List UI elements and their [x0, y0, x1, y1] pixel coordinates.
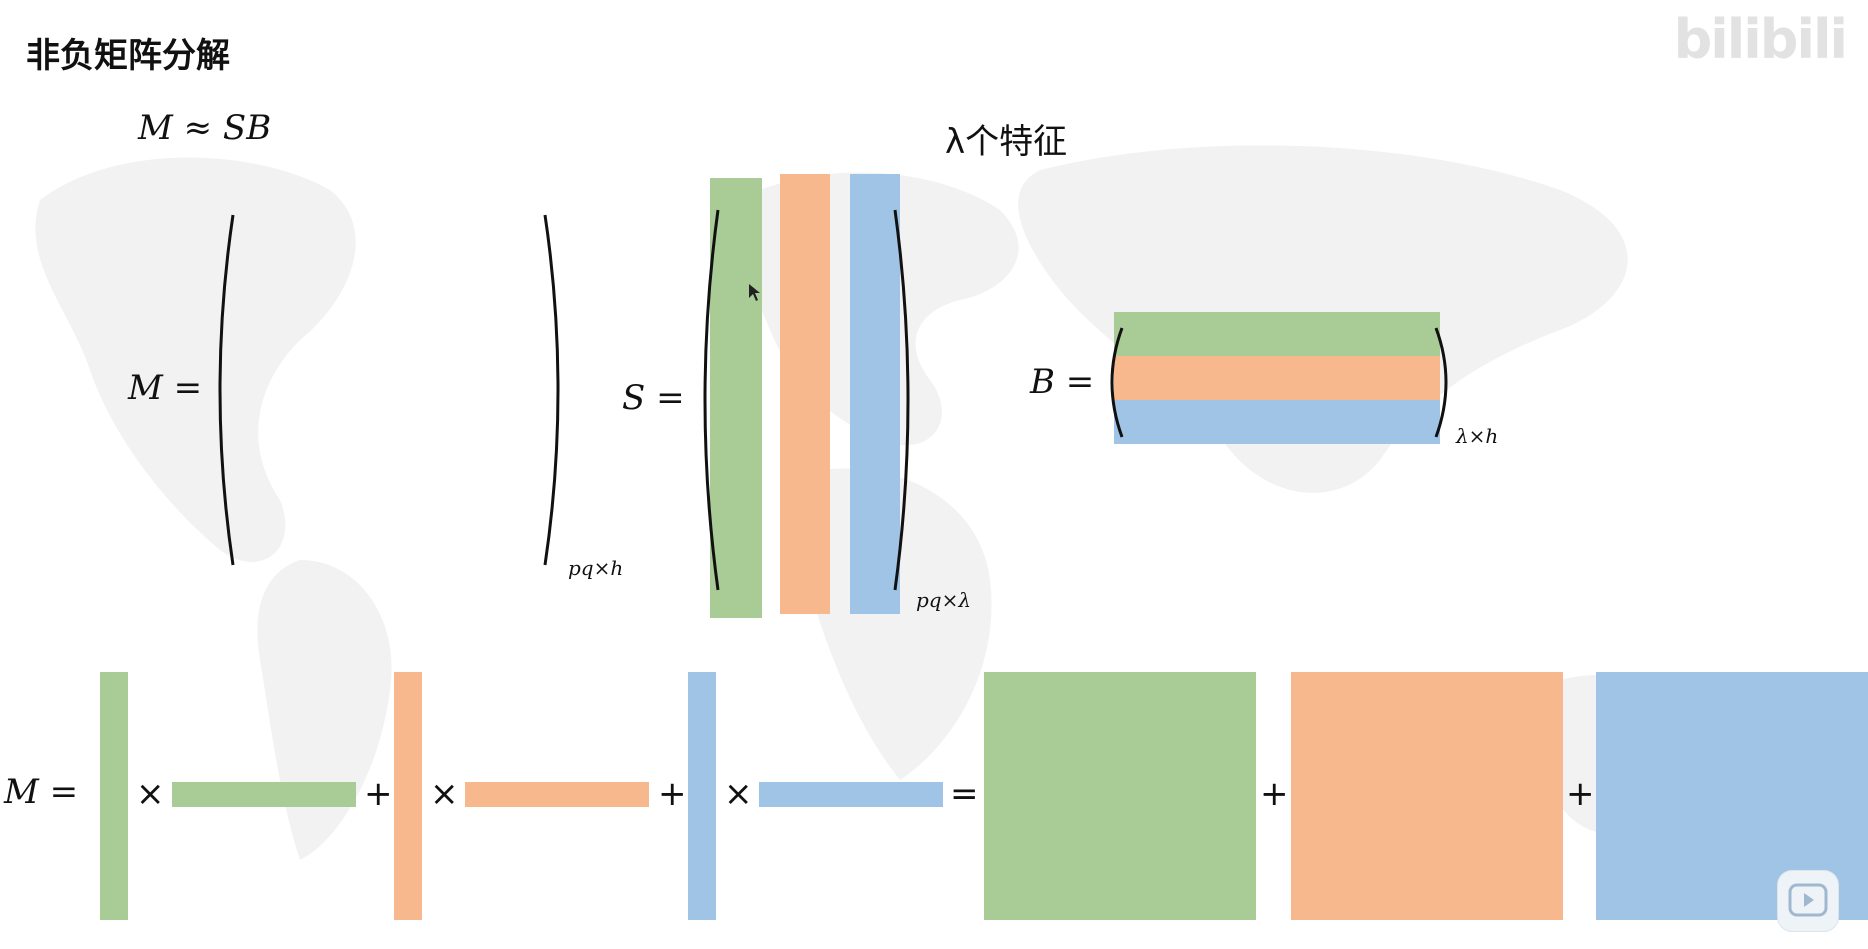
- m-dims: pq×h: [568, 556, 624, 580]
- bilibili-logo: bilibili: [1673, 8, 1848, 71]
- result-block-green: [984, 672, 1256, 920]
- plus-operator: +: [1566, 774, 1595, 814]
- mouse-cursor-icon: [749, 284, 760, 301]
- s-right-paren: [893, 209, 910, 591]
- play-icon: [1788, 883, 1828, 917]
- s-column-orange: [780, 174, 830, 614]
- b-right-paren: [1434, 327, 1448, 438]
- b-row-blue: [1114, 400, 1440, 444]
- play-button[interactable]: [1778, 871, 1838, 931]
- plus-operator: +: [364, 774, 393, 814]
- times-operator: ×: [430, 774, 459, 814]
- s-label: S =: [622, 378, 685, 418]
- page-title: 非负矩阵分解: [26, 36, 230, 76]
- b-row-orange: [1114, 356, 1440, 400]
- s-column-blue: [850, 174, 900, 614]
- m-label: M =: [128, 368, 203, 408]
- b-dims: λ×h: [1456, 424, 1499, 448]
- s-dims: pq×λ: [916, 588, 972, 612]
- bottom-col-orange: [394, 672, 422, 920]
- times-operator: ×: [724, 774, 753, 814]
- b-label: B =: [1030, 362, 1095, 402]
- times-operator: ×: [136, 774, 165, 814]
- s-left-paren: [703, 209, 720, 591]
- equals-operator: =: [950, 774, 979, 814]
- bottom-col-green: [100, 672, 128, 920]
- result-block-orange: [1291, 672, 1563, 920]
- world-map-background: [35, 145, 1720, 860]
- bottom-m-label: M =: [4, 772, 79, 812]
- features-label: λ个特征: [945, 122, 1068, 162]
- plus-operator: +: [658, 774, 687, 814]
- plus-operator: +: [1260, 774, 1289, 814]
- bottom-row-orange: [465, 782, 649, 807]
- m-left-paren: [218, 214, 235, 566]
- bottom-row-green: [172, 782, 356, 807]
- formula-approx: M ≈ SB: [138, 108, 272, 148]
- bottom-col-blue: [688, 672, 716, 920]
- bottom-row-blue: [759, 782, 943, 807]
- b-left-paren: [1110, 327, 1124, 438]
- b-row-green: [1114, 312, 1440, 356]
- m-right-paren: [543, 214, 560, 566]
- s-column-green: [710, 178, 762, 618]
